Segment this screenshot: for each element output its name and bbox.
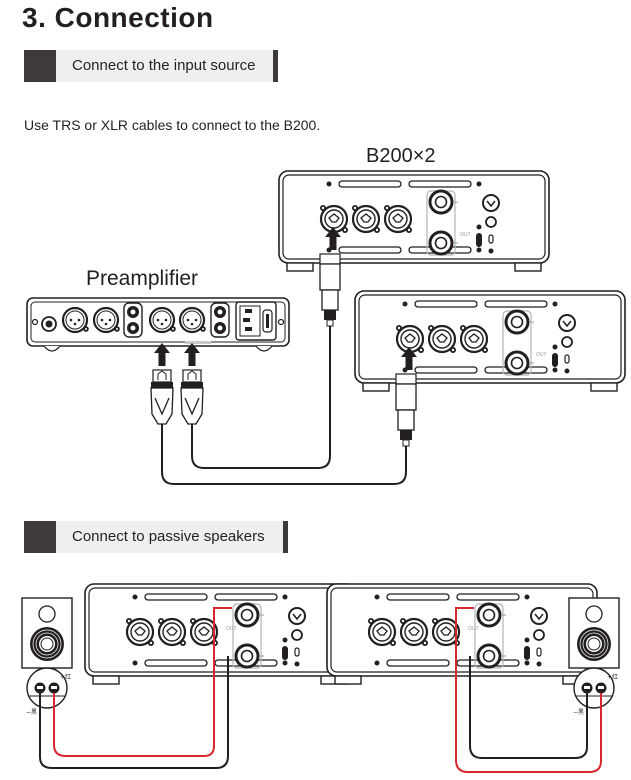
amp-label: B200×2 (366, 145, 436, 167)
b200-rear-panel-right (327, 584, 597, 684)
speaker-plus-label: +红 (607, 673, 618, 681)
speaker-cable-positive (455, 607, 602, 773)
section-header-input-source: Connect to the input source (24, 50, 279, 82)
xlr-plug-amp-bottom (395, 373, 417, 447)
section-header-passive-speakers: Connect to passive speakers (24, 521, 288, 553)
header-bar (273, 50, 279, 82)
speaker-cable-positive (53, 607, 232, 757)
out-label: OUT (226, 626, 237, 632)
passive-speaker-right (568, 597, 620, 709)
speaker-plus-label: +红 (60, 673, 71, 681)
header-block (24, 521, 56, 553)
xlr-cable (191, 326, 331, 469)
passive-speaker-left (21, 597, 73, 709)
preamp-label: Preamplifier (86, 267, 199, 290)
b200-rear-panel-left (85, 584, 355, 684)
section-header-label: Connect to passive speakers (56, 521, 283, 553)
preamplifier-rear-panel (26, 297, 290, 352)
speaker-cable-negative (469, 656, 588, 759)
out-label: OUT (536, 352, 547, 358)
header-bar (282, 521, 288, 553)
out-label: OUT (460, 232, 471, 238)
xlr-cable (161, 424, 407, 485)
input-source-description: Use TRS or XLR cables to connect to the … (24, 117, 321, 133)
xlr-plug-icon (180, 369, 204, 425)
speaker-minus-label: −黑 (573, 709, 584, 716)
page-title: 3. Connection (22, 2, 214, 33)
speaker-cable-negative (39, 656, 229, 769)
out-label: OUT (468, 626, 479, 632)
speaker-minus-label: −黑 (26, 709, 37, 716)
section-header-label: Connect to the input source (56, 50, 274, 82)
header-block (24, 50, 56, 82)
xlr-plug-amp-top (319, 253, 341, 327)
xlr-plug-icon (150, 369, 174, 425)
